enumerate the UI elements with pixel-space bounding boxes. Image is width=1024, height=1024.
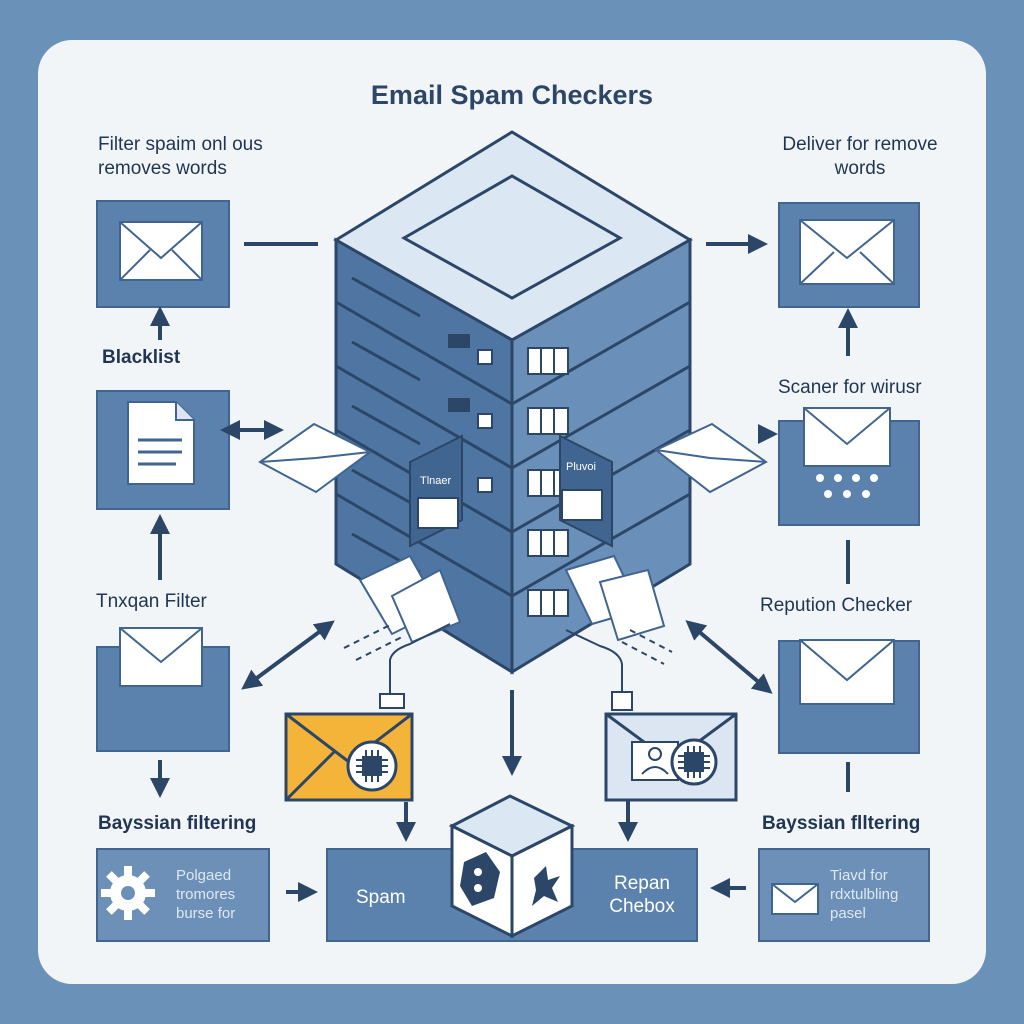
label-bayesian-left: Bayssian filtering <box>98 813 257 834</box>
chip-icon <box>346 740 398 792</box>
server-tag-right-text: Pluvoi <box>566 461 596 473</box>
envelope-icon <box>803 407 891 467</box>
diagram-title: Email Spam Checkers <box>370 80 654 110</box>
bottom-left-line1: Polgaed <box>176 867 232 884</box>
envelope-icon <box>284 693 414 802</box>
envelope-icon <box>564 554 666 642</box>
label-filter-spam-line2: removes words <box>98 158 227 179</box>
label-filter-spam-line1: Filter spaim onl ous <box>98 134 263 155</box>
spam-label: Spam <box>356 887 406 908</box>
label-reputation: Repution Checker <box>760 595 913 616</box>
envelope-icon <box>771 883 819 915</box>
label-bayesian-right: Bayssian flltering <box>762 813 921 834</box>
label-scanner: Scaner for wirusr <box>778 377 922 398</box>
envelope-icon <box>119 221 203 281</box>
cube-icon <box>448 794 576 939</box>
bottom-right-panel-text: Tiavd for rdxtulbling pasel <box>830 866 898 923</box>
bottom-left-line2: tromores <box>176 886 236 903</box>
label-text-filter: Tnxqan Filter <box>96 591 207 612</box>
keypad-icon <box>816 474 878 498</box>
label-deliver-line2: words <box>834 158 886 179</box>
label-deliver: Deliver for remove words <box>760 133 960 181</box>
envelope-icon <box>654 422 768 494</box>
bottom-right-line3: pasel <box>830 905 866 922</box>
bottom-right-line2: rdxtulbling <box>830 886 899 903</box>
label-filter-spam: Filter spaim onl ous removes words <box>98 133 263 181</box>
envelope-icon <box>119 627 203 687</box>
bottom-right-line1: Tiavd for <box>830 867 888 884</box>
id-card-icon <box>631 741 679 781</box>
server-tag-right: Pluvoi <box>559 434 613 548</box>
label-deliver-line1: Deliver for remove <box>782 134 938 155</box>
label-blacklist: Blacklist <box>102 347 181 368</box>
envelope-icon <box>799 639 895 705</box>
envelope-icon <box>799 219 895 285</box>
document-icon <box>127 401 195 485</box>
chip-icon <box>670 738 718 786</box>
repan-label: Repan Chebox <box>596 872 688 918</box>
envelope-icon <box>258 422 372 494</box>
server-tag-left-text: Tlnaer <box>420 475 452 487</box>
envelope-icon <box>358 554 462 644</box>
repan-line2: Chebox <box>609 896 675 917</box>
bottom-left-line3: burse for <box>176 905 236 922</box>
gear-icon <box>101 866 155 920</box>
bottom-left-panel-text: Polgaed tromores burse for <box>176 866 235 923</box>
server-tag-left: Tlnaer <box>409 434 463 548</box>
repan-line1: Repan <box>614 873 670 894</box>
